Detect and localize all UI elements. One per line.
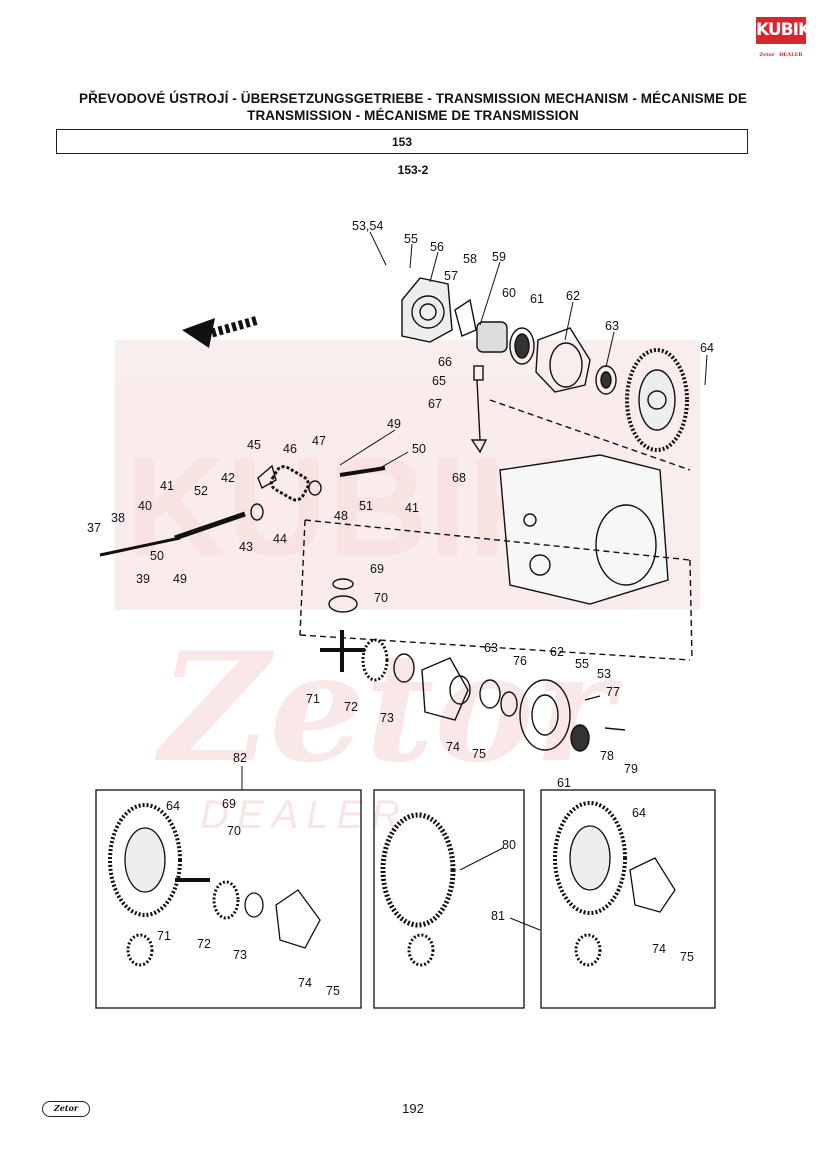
differential-assembly bbox=[320, 578, 626, 752]
callout-40: 40 bbox=[138, 499, 152, 513]
callout-82: 82 bbox=[233, 751, 247, 765]
callout-75-box3: 75 bbox=[680, 950, 694, 964]
callout-56: 56 bbox=[430, 240, 444, 254]
callout-53-54: 53,54 bbox=[352, 219, 383, 233]
callout-61-lower: 61 bbox=[557, 776, 571, 790]
callout-41-left: 41 bbox=[160, 479, 174, 493]
section-number: 153 bbox=[391, 135, 413, 149]
callout-81: 81 bbox=[491, 909, 505, 923]
callout-38: 38 bbox=[111, 511, 125, 525]
callout-64-box3: 64 bbox=[632, 806, 646, 820]
callout-80: 80 bbox=[502, 838, 516, 852]
watermark-dealer: DEALER bbox=[200, 793, 408, 837]
callout-41-right: 41 bbox=[405, 501, 419, 515]
page-title: PŘEVODOVÉ ÚSTROJÍ - ÜBERSETZUNGSGETRIEBE… bbox=[78, 91, 748, 123]
callout-61: 61 bbox=[530, 292, 544, 306]
callout-71: 71 bbox=[306, 692, 320, 706]
subsection-number: 153-2 bbox=[397, 163, 429, 177]
callout-66: 66 bbox=[438, 355, 452, 369]
callout-62-lower: 62 bbox=[550, 645, 564, 659]
gearbox-housing bbox=[299, 399, 693, 661]
callout-72-box1: 72 bbox=[197, 937, 211, 951]
callout-74: 74 bbox=[446, 740, 460, 754]
upper-assembly bbox=[401, 277, 689, 452]
callout-69-box1: 69 bbox=[222, 797, 236, 811]
callout-52: 52 bbox=[194, 484, 208, 498]
logo-brand: Zetor bbox=[759, 52, 775, 58]
callout-60: 60 bbox=[502, 286, 516, 300]
callout-47: 47 bbox=[312, 434, 326, 448]
callout-55-lower: 55 bbox=[575, 657, 589, 671]
watermark-zetor: Zetor bbox=[155, 620, 623, 796]
watermark: KUBIK Zetor DEALER bbox=[115, 340, 700, 837]
callout-72: 72 bbox=[344, 700, 358, 714]
callout-49-left: 49 bbox=[173, 572, 187, 586]
callout-63: 63 bbox=[605, 319, 619, 333]
callout-75: 75 bbox=[472, 747, 486, 761]
callout-62: 62 bbox=[566, 289, 580, 303]
callout-49: 49 bbox=[387, 417, 401, 431]
shift-assembly bbox=[99, 365, 488, 557]
callout-74-box3: 74 bbox=[652, 942, 666, 956]
callout-58: 58 bbox=[463, 252, 477, 266]
callout-75-box1: 75 bbox=[326, 984, 340, 998]
callout-64-box1: 64 bbox=[166, 799, 180, 813]
logo-top-text: KUBIK bbox=[756, 17, 811, 44]
callout-42: 42 bbox=[221, 471, 235, 485]
callout-77: 77 bbox=[606, 685, 620, 699]
section-box: 153 bbox=[56, 129, 748, 154]
callout-55: 55 bbox=[404, 232, 418, 246]
callout-37: 37 bbox=[87, 521, 101, 535]
logo-tag: DEALER bbox=[779, 52, 803, 58]
callout-43: 43 bbox=[239, 540, 253, 554]
direction-arrow-icon bbox=[182, 315, 260, 348]
callout-46: 46 bbox=[283, 442, 297, 456]
callout-70-box1: 70 bbox=[227, 824, 241, 838]
callout-39: 39 bbox=[136, 572, 150, 586]
callout-67: 67 bbox=[428, 397, 442, 411]
callout-64: 64 bbox=[700, 341, 714, 355]
callout-labels: 53,54 55 56 57 58 59 60 61 62 63 64 66 6… bbox=[87, 219, 714, 998]
callout-44: 44 bbox=[273, 532, 287, 546]
callout-79: 79 bbox=[624, 762, 638, 776]
callout-71-box1: 71 bbox=[157, 929, 171, 943]
callout-76: 76 bbox=[513, 654, 527, 668]
page-number: 192 bbox=[402, 1101, 424, 1116]
kit-boxes bbox=[95, 789, 716, 1009]
leader-lines bbox=[241, 231, 708, 931]
callout-70: 70 bbox=[374, 591, 388, 605]
callout-69: 69 bbox=[370, 562, 384, 576]
callout-63-lower: 63 bbox=[484, 641, 498, 655]
callout-68: 68 bbox=[452, 471, 466, 485]
callout-45: 45 bbox=[247, 438, 261, 452]
callout-74-box1: 74 bbox=[298, 976, 312, 990]
callout-48: 48 bbox=[334, 509, 348, 523]
callout-73-box1: 73 bbox=[233, 948, 247, 962]
callout-51: 51 bbox=[359, 499, 373, 513]
callout-50: 50 bbox=[412, 442, 426, 456]
watermark-kubik: KUBIK bbox=[125, 428, 568, 585]
callout-78: 78 bbox=[600, 749, 614, 763]
callout-65: 65 bbox=[432, 374, 446, 388]
kubik-zetor-logo: KUBIK Zetor DEALER bbox=[756, 17, 811, 67]
logo-bottom: Zetor DEALER bbox=[756, 45, 806, 67]
callout-57: 57 bbox=[444, 269, 458, 283]
callout-59: 59 bbox=[492, 250, 506, 264]
zetor-footer-logo: Zetor bbox=[42, 1101, 90, 1117]
callout-73: 73 bbox=[380, 711, 394, 725]
callout-50-left: 50 bbox=[150, 549, 164, 563]
callout-53: 53 bbox=[597, 667, 611, 681]
